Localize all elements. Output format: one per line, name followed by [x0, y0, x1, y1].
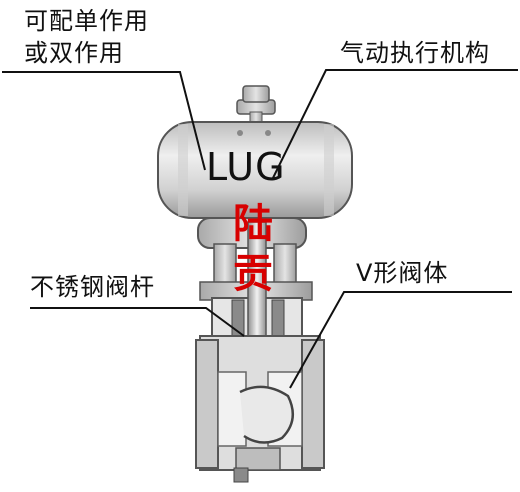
actuator-cylinder — [157, 121, 353, 219]
label-actuator-mode-2: 或双作用 — [24, 39, 124, 67]
leader-lines — [2, 69, 518, 389]
leader-actuator-mode — [2, 71, 206, 171]
label-stainless-stem: 不锈钢阀杆 — [30, 273, 155, 301]
leader-stem — [30, 307, 245, 337]
leader-v-body — [289, 291, 512, 389]
label-v-body: V形阀体 — [356, 259, 449, 287]
label-actuator-mode-1: 可配单作用 — [24, 7, 149, 35]
actuator-brand-text: LUG — [206, 145, 286, 189]
leader-pneumatic-actuator — [271, 69, 518, 181]
watermark-char-1: 陆 — [233, 200, 273, 247]
label-pneumatic-actuator: 气动执行机构 — [340, 39, 490, 67]
watermark-char-2: 贡 — [233, 250, 273, 297]
indicator-knob — [236, 85, 276, 125]
valve-body — [195, 335, 325, 483]
